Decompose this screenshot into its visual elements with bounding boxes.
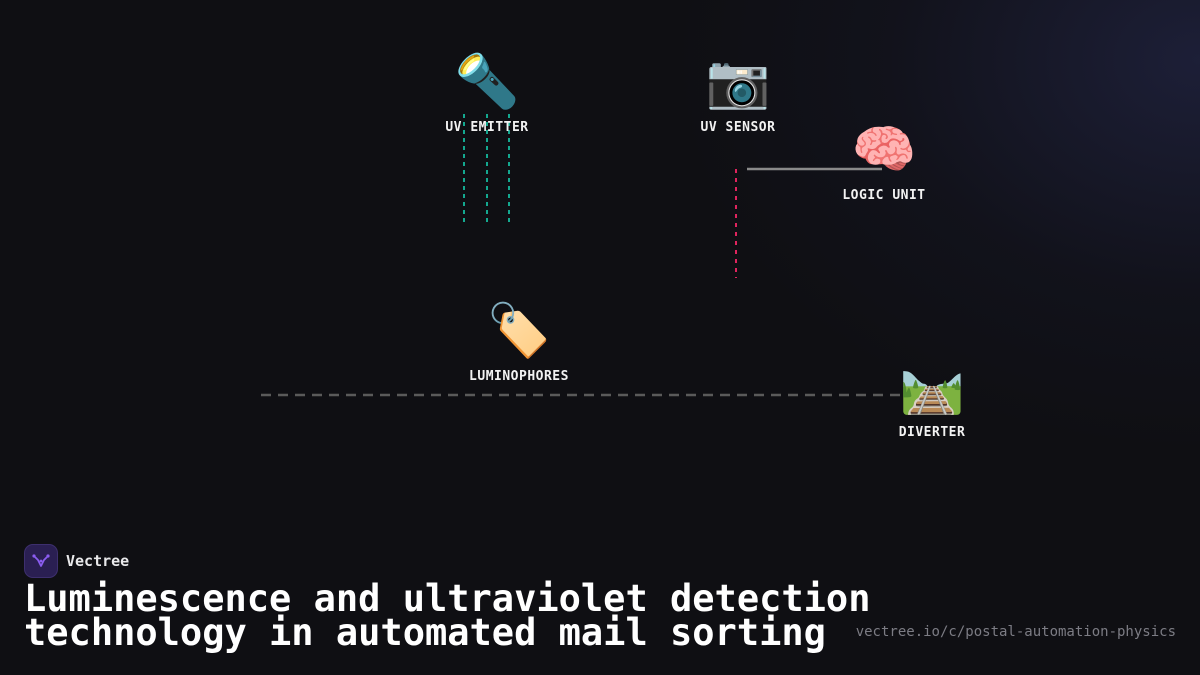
- brand[interactable]: Vectree: [24, 544, 129, 578]
- uv-emitter-label: UV EMITTER: [445, 120, 529, 135]
- luminophores-label: LUMINOPHORES: [469, 369, 569, 384]
- uv-sensor-node: 📷 UV SENSOR: [701, 52, 776, 135]
- diverter-label: DIVERTER: [898, 425, 966, 440]
- title-line-2: technology in automated mail sorting: [24, 611, 826, 654]
- railway-track-icon: 🛤️: [899, 357, 965, 417]
- logic-unit-node: 🧠 LOGIC UNIT: [842, 120, 925, 203]
- vectree-logo-icon: [24, 544, 58, 578]
- brand-name: Vectree: [66, 552, 130, 570]
- source-url-link[interactable]: vectree.io/c/postal-automation-physics: [855, 624, 1176, 640]
- luminophores-node: 🏷️ LUMINOPHORES: [469, 301, 569, 384]
- flashlight-icon: 🔦: [454, 52, 520, 112]
- brain-icon: 🧠: [851, 120, 917, 180]
- vectree-logo-mark: [32, 554, 50, 567]
- uv-emitter-node: 🔦 UV EMITTER: [445, 52, 528, 135]
- uv-sensor-label: UV SENSOR: [700, 120, 776, 135]
- page-title: Luminescence and ultraviolet detection t…: [24, 577, 871, 654]
- camera-icon: 📷: [705, 52, 771, 112]
- logic-unit-label: LOGIC UNIT: [842, 188, 926, 203]
- diverter-node: 🛤️ DIVERTER: [899, 357, 966, 440]
- title-line-1: Luminescence and ultraviolet detection: [24, 577, 871, 620]
- tag-icon: 🏷️: [486, 301, 552, 361]
